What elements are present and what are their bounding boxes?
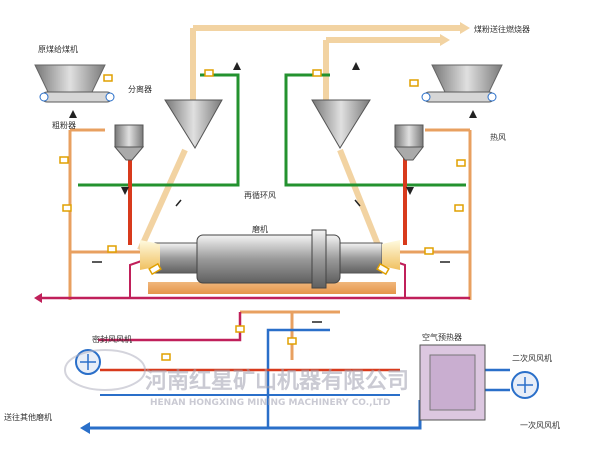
arrow-down-icon: [121, 187, 129, 195]
valve-icon: [62, 204, 72, 212]
label-primary-fan: 一次风风机: [520, 420, 560, 430]
fuel-arrow-right: [440, 34, 450, 46]
valve-icon: [312, 69, 322, 77]
seal-fan-unit: [75, 349, 539, 399]
mill-drum: [196, 234, 341, 284]
mill-right-bearing: [339, 242, 383, 274]
arrow-up-icon: [469, 110, 477, 118]
hot-air-pipe-group: [68, 128, 472, 360]
valve-icon: [59, 156, 69, 164]
right-feeder-unit: [311, 64, 503, 161]
right-separator-cone: [311, 99, 371, 149]
right-feeder-roller-icon: [421, 92, 431, 102]
watermark-logo-icon: [64, 349, 146, 391]
valve-group: [59, 69, 466, 361]
label-hot-air: 热风: [490, 132, 506, 142]
mill-base: [148, 282, 396, 294]
air-preheater-unit: [419, 344, 486, 421]
valve-icon: [376, 262, 390, 276]
right-coarse-cone: [393, 146, 425, 161]
seal-fan-blade-icon: [80, 354, 96, 370]
label-air-preheater: 空气预热器: [422, 332, 462, 342]
valve-icon: [161, 353, 171, 361]
right-feeder-roller-icon: [487, 92, 497, 102]
label-mill: 磨机: [252, 224, 268, 234]
mill-right-inlet-glow: [382, 240, 400, 270]
watermark: 河南红星矿山机器有限公司 HENAN HONGXING MINING MACHI…: [64, 349, 409, 408]
valve-icon: [409, 79, 419, 87]
fuel-pipe-right-down: [337, 148, 381, 247]
left-feeder-roller-icon: [39, 92, 49, 102]
fuel-pipe-group: [137, 22, 470, 252]
primary-fan-blade-icon: [517, 377, 533, 393]
valve-icon: [454, 204, 464, 212]
watermark-en: HENAN HONGXING MINING MACHINERY CO.,LTD: [150, 398, 390, 408]
cold-air-pipe-group: [80, 328, 510, 434]
valve-icon: [235, 325, 245, 333]
dash-icon: [354, 199, 361, 207]
label-raw-coal-feeder: 原煤给煤机: [38, 44, 78, 54]
arrow-down-icon: [406, 187, 414, 195]
valve-icon: [103, 74, 113, 82]
fuel-pipe-left-down: [137, 148, 188, 252]
recirc-pipe-left: [78, 73, 240, 187]
right-coal-hopper: [431, 64, 503, 93]
fuel-arrow-top: [460, 22, 470, 34]
right-feeder-belt: [423, 91, 495, 103]
label-seal-fan: 密封风风机: [92, 334, 132, 344]
label-recirculation-air: 再循环风: [244, 190, 276, 200]
valve-icon: [148, 262, 162, 276]
left-coarse-cone: [113, 146, 145, 161]
left-coarse-separator: [114, 124, 144, 148]
arrow-up-icon: [233, 62, 241, 70]
label-group: 原煤给煤机 分离器 粗粉器 热风 再循环风 磨机 煤粉送往燃烧器 密封风风机 空…: [4, 24, 560, 430]
right-coarse-separator: [394, 124, 424, 148]
dash-icon: [175, 199, 182, 207]
recirc-pipe-group: [78, 73, 466, 187]
left-separator-cone: [164, 99, 223, 149]
valve-icon: [107, 245, 117, 253]
ball-mill: [140, 229, 400, 294]
valve-icon: [204, 69, 214, 77]
label-secondary-fan: 二次风风机: [512, 353, 552, 363]
cold-air-arrow: [80, 422, 90, 434]
arrow-up-icon: [352, 62, 360, 70]
seal-arrow-left: [34, 293, 42, 303]
watermark-cn: 河南红星矿山机器有限公司: [145, 368, 409, 394]
arrow-up-icon: [69, 110, 77, 118]
label-to-other-mills: 送往其他磨机: [4, 412, 52, 422]
left-feeder-belt: [41, 91, 113, 103]
recirc-pipe-right: [284, 73, 466, 187]
air-preheater-core: [429, 354, 476, 411]
left-coal-hopper: [34, 64, 106, 93]
label-separator: 分离器: [128, 84, 152, 94]
label-to-burner: 煤粉送往燃烧器: [474, 24, 530, 34]
left-feeder-unit: [34, 64, 223, 161]
seal-fan-line: [98, 312, 242, 342]
valve-icon: [456, 159, 466, 167]
left-feeder-roller-icon: [105, 92, 115, 102]
valve-icon: [424, 247, 434, 255]
label-coarse-separator: 粗粉器: [52, 120, 76, 130]
direction-arrows: [69, 62, 477, 323]
mill-left-inlet-glow: [140, 240, 160, 270]
mill-gear-ring: [311, 229, 327, 289]
valve-icon: [287, 337, 297, 345]
red-pipe-group: [128, 155, 407, 245]
